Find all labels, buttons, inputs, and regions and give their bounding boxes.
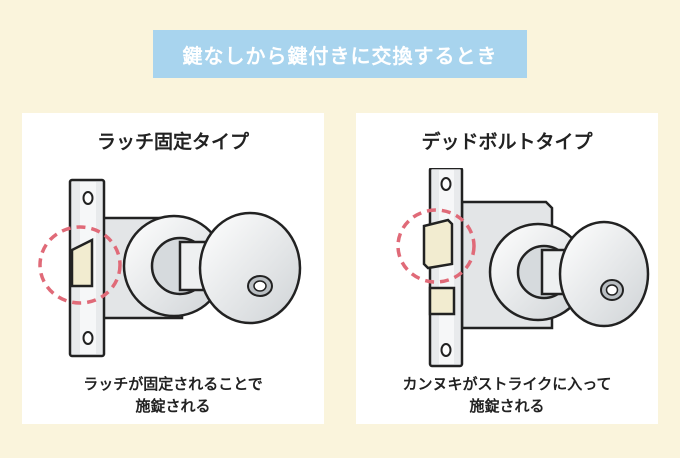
latch-lock-illustration bbox=[38, 178, 302, 358]
caption-line-2: 施錠される bbox=[469, 397, 545, 415]
caption-line-1: ラッチが固定されることで bbox=[83, 375, 263, 393]
caption-line-2: 施錠される bbox=[135, 397, 211, 415]
card-latch-type: ラッチ固定タイプ ラッチが固定されることで 施錠される bbox=[22, 113, 324, 424]
card-title: デッドボルトタイプ bbox=[421, 131, 593, 153]
card-caption: ラッチが固定されることで 施錠される bbox=[22, 373, 324, 417]
page-banner: 鍵なしから鍵付きに交換するとき bbox=[153, 30, 527, 78]
caption-line-1: カンヌキがストライクに入って bbox=[402, 375, 612, 393]
card-deadbolt-type: デッドボルトタイプ カンヌキがストライクに入って 施錠される bbox=[356, 113, 658, 424]
card-caption: カンヌキがストライクに入って 施錠される bbox=[356, 373, 658, 417]
deadbolt-lock-illustration bbox=[396, 168, 650, 368]
card-title: ラッチ固定タイプ bbox=[96, 131, 249, 153]
